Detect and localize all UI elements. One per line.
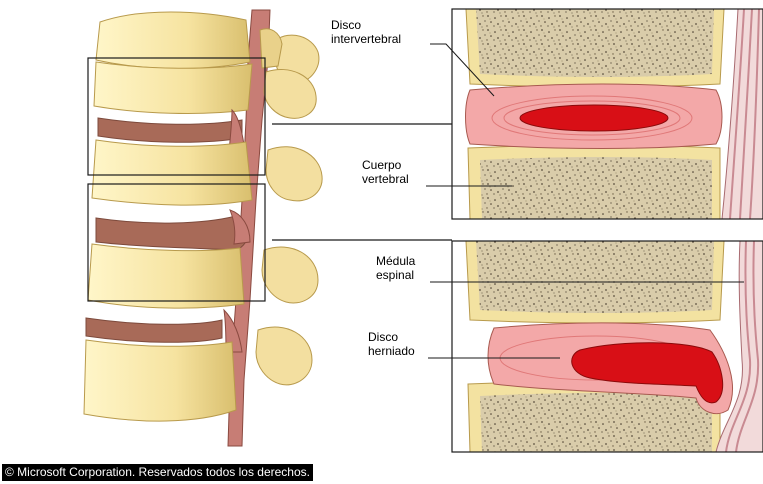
disc-3 bbox=[86, 318, 222, 342]
detail-panel-normal bbox=[452, 9, 763, 219]
label-herniated-disc: Disco herniado bbox=[368, 330, 415, 358]
label-spinal-cord: Médula espinal bbox=[376, 254, 415, 282]
disc-1 bbox=[98, 118, 242, 142]
vertebra-1 bbox=[94, 62, 316, 118]
disc-2-bulging bbox=[96, 216, 248, 250]
spine-column bbox=[84, 10, 452, 446]
normal-nucleus bbox=[520, 105, 668, 131]
vertebra-3 bbox=[88, 244, 318, 308]
label-vertebral-body: Cuerpo vertebral bbox=[362, 158, 409, 186]
copyright-notice: © Microsoft Corporation. Reservados todo… bbox=[2, 464, 313, 481]
label-disc: Disco intervertebral bbox=[331, 18, 401, 46]
vertebra-2 bbox=[92, 140, 322, 205]
detail-panel-herniated bbox=[452, 241, 763, 452]
